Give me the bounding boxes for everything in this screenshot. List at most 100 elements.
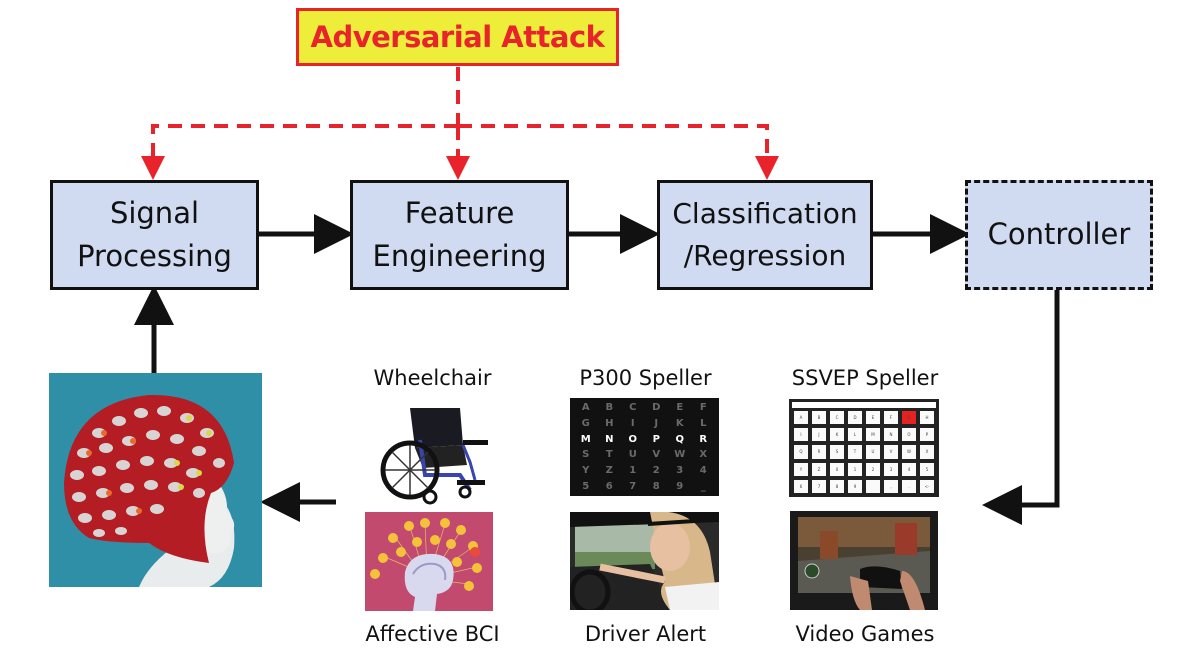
ssvep-key: 3 — [884, 462, 898, 476]
ssvep-key: N — [884, 428, 898, 442]
ssvep-key: 7 — [812, 479, 826, 493]
ssvep-key: J — [812, 428, 826, 442]
p300-cell: _ — [700, 480, 706, 492]
driver-alert-label: Driver Alert — [584, 622, 707, 646]
p300-cell: C — [629, 402, 637, 414]
ssvep-key: 9 — [848, 479, 862, 493]
affective-bci-image — [365, 512, 493, 611]
ssvep-key: W — [902, 445, 916, 459]
p300-cell: U — [628, 449, 637, 461]
ssvep-key: P — [920, 428, 934, 442]
ssvep-key: 1 — [848, 462, 862, 476]
feature-engineering-line2: Engineering — [372, 239, 547, 273]
adversarial-attack-label: Adversarial Attack — [310, 20, 605, 54]
ssvep-key: S — [830, 445, 844, 459]
ssvep-key: . — [902, 479, 916, 493]
driver-alert-image — [570, 512, 719, 610]
attack-branch-left — [141, 124, 458, 180]
p300-cell: D — [652, 402, 661, 414]
ssvep-key: 4 — [902, 462, 916, 476]
driver-eeg-illustration — [570, 512, 719, 610]
ssvep-key: , — [884, 479, 898, 493]
classification-line2: /Regression — [683, 239, 847, 272]
p300-cell: O — [628, 433, 637, 445]
feature-engineering-box: Feature Engineering — [350, 180, 569, 290]
p300-cell: 7 — [629, 480, 637, 492]
ssvep-key: <- — [920, 479, 934, 493]
video-games-image — [790, 511, 938, 610]
wheelchair-image — [375, 400, 490, 505]
p300-cell: 3 — [676, 464, 684, 476]
ssvep-key: O — [902, 428, 916, 442]
p300-cell: V — [652, 449, 661, 461]
video-games-label: Video Games — [795, 622, 935, 646]
controller-label: Controller — [987, 217, 1131, 252]
arrow-ctrl-to-apps — [982, 289, 1060, 525]
p300-cell: 2 — [652, 464, 660, 476]
p300-cell: F — [699, 402, 707, 414]
p300-cell: T — [605, 449, 613, 461]
ssvep-key: C — [830, 411, 844, 425]
affective-bci-label: Affective BCI — [365, 622, 500, 646]
p300-cell: L — [700, 417, 707, 429]
ssvep-key: T — [848, 445, 862, 459]
classification-line1: Classification — [672, 197, 858, 230]
ssvep-text-bar — [792, 402, 936, 408]
p300-speller-label: P300 Speller — [579, 366, 712, 390]
signal-processing-line1: Signal — [109, 195, 200, 230]
ssvep-key: U — [866, 445, 880, 459]
ssvep-key: 6 — [794, 479, 808, 493]
p300-cell: Z — [605, 464, 613, 476]
p300-cell: W — [674, 449, 686, 461]
p300-cell: J — [654, 417, 659, 429]
wheelchair-icon — [375, 400, 490, 505]
pipeline-arrows — [134, 214, 1060, 525]
p300-cell: P — [652, 433, 660, 445]
ssvep-key: 0 — [830, 462, 844, 476]
attack-arrows — [141, 67, 779, 180]
ssvep-key: X — [920, 445, 934, 459]
adversarial-attack-box: Adversarial Attack — [296, 8, 619, 66]
ssvep-key: 5 — [920, 462, 934, 476]
ssvep-key: Q — [794, 445, 808, 459]
eeg-cap-illustration — [49, 373, 262, 587]
classification-regression-box: Classification /Regression — [657, 180, 873, 290]
ssvep-key: K — [830, 428, 844, 442]
ssvep-key: F — [884, 411, 898, 425]
p300-cell: 6 — [605, 480, 613, 492]
p300-cell: N — [605, 433, 614, 445]
p300-cell: B — [605, 402, 614, 414]
p300-cell: 9 — [676, 480, 684, 492]
controller-box: Controller — [965, 180, 1153, 290]
signal-processing-line2: Processing — [77, 239, 232, 273]
p300-cell: M — [580, 433, 591, 445]
p300-cell: 1 — [629, 464, 637, 476]
feature-engineering-line1: Feature — [404, 195, 515, 230]
p300-cell: 4 — [699, 464, 707, 476]
ssvep-key: R — [812, 445, 826, 459]
p300-cell: E — [676, 402, 684, 414]
p300-cell: R — [699, 433, 708, 445]
ssvep-key: 2 — [866, 462, 880, 476]
p300-cell: X — [699, 449, 708, 461]
ssvep-key: H — [920, 411, 934, 425]
ssvep-key: 8 — [830, 479, 844, 493]
ssvep-key: D — [848, 411, 862, 425]
p300-cell: G — [581, 417, 590, 429]
brain-emotions-illustration — [365, 512, 493, 611]
ssvep-key: E — [866, 411, 880, 425]
attack-branch-right — [458, 124, 779, 180]
ssvep-key: G — [902, 411, 916, 425]
eeg-cap-image — [49, 373, 262, 587]
wheelchair-label: Wheelchair — [373, 366, 492, 390]
ssvep-key — [866, 479, 880, 493]
signal-processing-box: Signal Processing — [50, 180, 259, 290]
p300-cell: H — [605, 417, 614, 429]
p300-cell: A — [581, 402, 590, 414]
p300-cell: I — [630, 417, 635, 429]
ssvep-key: Y — [794, 462, 808, 476]
p300-cell: K — [675, 417, 684, 429]
